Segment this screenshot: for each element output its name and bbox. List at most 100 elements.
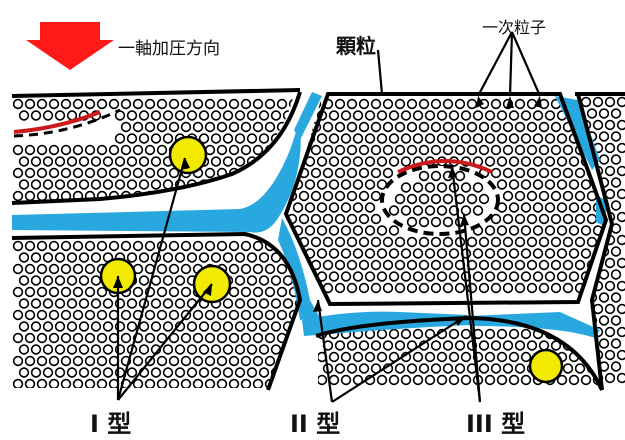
primary-particle: [318, 180, 327, 189]
primary-particle: [206, 334, 215, 343]
primary-particle: [330, 226, 339, 235]
primary-particle: [360, 123, 369, 132]
primary-particle: [44, 157, 53, 166]
primary-particle: [212, 345, 221, 354]
primary-particle: [176, 276, 185, 285]
primary-particle: [444, 218, 453, 227]
primary-particle: [176, 345, 185, 354]
primary-particle: [134, 242, 143, 251]
primary-particle: [110, 146, 119, 155]
primary-particle: [164, 134, 173, 143]
primary-particle: [516, 238, 525, 247]
primary-particle: [260, 111, 269, 120]
primary-particle: [74, 169, 83, 178]
primary-particle: [474, 111, 483, 120]
primary-particle: [134, 146, 143, 155]
primary-particle: [612, 178, 621, 187]
primary-particle: [540, 215, 549, 224]
primary-particle: [510, 226, 519, 235]
primary-particle: [68, 180, 77, 189]
primary-particle: [396, 284, 405, 293]
primary-particle: [20, 276, 29, 285]
primary-particle: [230, 123, 239, 132]
primary-particle: [546, 157, 555, 166]
primary-particle: [474, 134, 483, 143]
primary-particle: [92, 322, 101, 331]
primary-particle: [432, 123, 441, 132]
primary-particle: [432, 100, 441, 109]
primary-particle: [372, 341, 381, 350]
primary-particle: [188, 368, 197, 377]
primary-particle: [20, 345, 29, 354]
primary-particle: [594, 98, 603, 107]
primary-particle: [272, 299, 281, 308]
primary-particle: [618, 374, 625, 383]
primary-particle: [134, 380, 143, 389]
primary-particle: [306, 226, 315, 235]
primary-particle: [528, 261, 537, 270]
primary-particle: [420, 261, 429, 270]
primary-particle: [176, 111, 185, 120]
primary-particle: [248, 134, 257, 143]
primary-particle: [516, 146, 525, 155]
primary-particle: [366, 272, 375, 281]
primary-particle: [62, 357, 71, 366]
primary-particle: [384, 123, 393, 132]
primary-particle: [618, 167, 625, 176]
primary-particle: [62, 334, 71, 343]
primary-particle: [152, 134, 161, 143]
primary-particle: [62, 265, 71, 274]
primary-particle: [92, 368, 101, 377]
primary-particle: [426, 376, 435, 385]
primary-particle: [444, 123, 453, 132]
primary-particle: [492, 238, 501, 247]
primary-particle: [540, 123, 549, 132]
primary-particle: [498, 330, 507, 339]
primary-particle: [612, 155, 621, 164]
primary-particle: [296, 368, 305, 377]
primary-particle: [86, 146, 95, 155]
primary-particle: [152, 111, 161, 120]
primary-particle: [492, 341, 501, 350]
primary-particle: [360, 215, 369, 224]
primary-particle: [618, 282, 625, 291]
primary-particle: [348, 341, 357, 350]
primary-particle: [116, 180, 125, 189]
primary-particle: [254, 242, 263, 251]
primary-particle: [68, 345, 77, 354]
primary-particle: [104, 180, 113, 189]
primary-particle: [522, 226, 531, 235]
primary-particle: [456, 100, 465, 109]
primary-particle: [330, 180, 339, 189]
primary-particle: [402, 330, 411, 339]
primary-particle: [14, 242, 23, 251]
primary-particle: [242, 100, 251, 109]
primary-particle: [618, 236, 625, 245]
primary-particle-field: [14, 242, 305, 389]
primary-particle: [80, 276, 89, 285]
primary-particle: [612, 132, 621, 141]
primary-particle: [540, 146, 549, 155]
primary-particle: [230, 242, 239, 251]
primary-particle: [200, 368, 209, 377]
primary-particle: [266, 334, 275, 343]
primary-particle: [324, 238, 333, 247]
primary-particle: [230, 146, 239, 155]
primary-particle: [74, 288, 83, 297]
primary-particle: [312, 169, 321, 178]
primary-particle: [360, 100, 369, 109]
primary-particle: [516, 169, 525, 178]
primary-particle: [134, 123, 143, 132]
primary-particle: [486, 376, 495, 385]
primary-particle: [438, 376, 447, 385]
primary-particle: [182, 334, 191, 343]
primary-particle: [312, 238, 321, 247]
primary-particle: [516, 364, 525, 373]
primary-particle: [194, 100, 203, 109]
primary-particle: [444, 341, 453, 350]
primary-particle: [546, 180, 555, 189]
primary-particle: [402, 134, 411, 143]
primary-particle: [14, 169, 23, 178]
primary-particle: [354, 249, 363, 258]
primary-particle: [242, 242, 251, 251]
